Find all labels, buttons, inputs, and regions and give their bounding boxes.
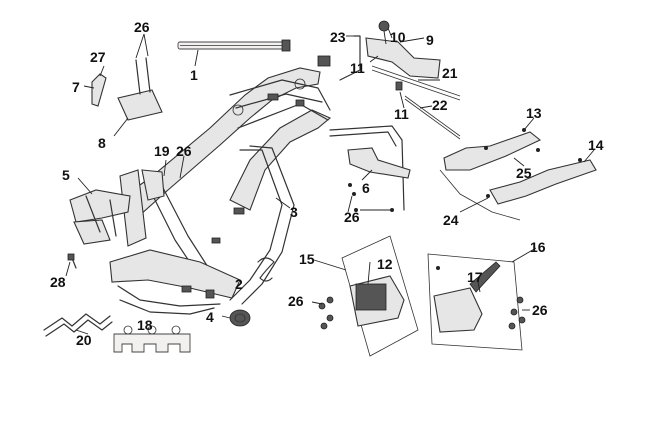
- label-part-28: 28: [50, 274, 66, 290]
- label-part-25: 25: [516, 165, 532, 181]
- main-frame: [109, 55, 332, 315]
- label-part-19: 19: [154, 143, 170, 159]
- spring-clip: [257, 257, 275, 282]
- label-part-1: 1: [190, 67, 198, 83]
- seat-lock-assembly: [339, 20, 461, 140]
- label-part-16: 16: [530, 239, 546, 255]
- right-footrest-panel: [427, 253, 526, 351]
- leader-lines: [65, 27, 595, 335]
- label-part-21: 21: [442, 65, 458, 81]
- bolt: [67, 253, 77, 269]
- label-part-26e: 26: [532, 302, 548, 318]
- label-part-26a: 26: [134, 19, 150, 35]
- label-part-14: 14: [588, 137, 604, 153]
- label-part-12: 12: [377, 256, 393, 272]
- label-part-24: 24: [443, 212, 459, 228]
- label-part-4: 4: [206, 309, 214, 325]
- label-part-10: 10: [390, 29, 406, 45]
- label-part-26c: 26: [344, 209, 360, 225]
- label-part-27: 27: [90, 49, 106, 65]
- side-rails: [439, 128, 597, 221]
- label-part-15: 15: [299, 251, 315, 267]
- label-part-6: 6: [362, 180, 370, 196]
- label-part-11a: 11: [350, 60, 365, 76]
- wave-strip: [43, 313, 113, 337]
- label-part-3: 3: [290, 204, 298, 220]
- cable-tie: [177, 39, 291, 52]
- label-part-11b: 11: [394, 106, 409, 122]
- label-part-26b: 26: [176, 143, 192, 159]
- left-footrest-panel: [318, 235, 419, 357]
- label-part-5: 5: [62, 167, 70, 183]
- part-labels: 1 2 3 4 5 6 7 8 9 10 11 11 12 13 14 15 1…: [50, 19, 604, 348]
- label-part-22: 22: [432, 97, 448, 113]
- mount-bracket: [91, 57, 163, 121]
- label-part-7: 7: [72, 79, 80, 95]
- label-part-13: 13: [526, 105, 542, 121]
- label-part-26d: 26: [288, 293, 304, 309]
- comb-clip-strip: [113, 325, 191, 353]
- label-part-20: 20: [76, 332, 92, 348]
- label-part-23: 23: [330, 29, 346, 45]
- rubber-grommet: [221, 309, 251, 327]
- front-bracket-assembly: [69, 189, 131, 245]
- label-part-18: 18: [137, 317, 153, 333]
- label-part-2: 2: [235, 276, 243, 292]
- label-part-17: 17: [467, 269, 483, 285]
- label-part-9: 9: [426, 32, 434, 48]
- step-bracket: [329, 125, 411, 212]
- label-part-8: 8: [98, 135, 106, 151]
